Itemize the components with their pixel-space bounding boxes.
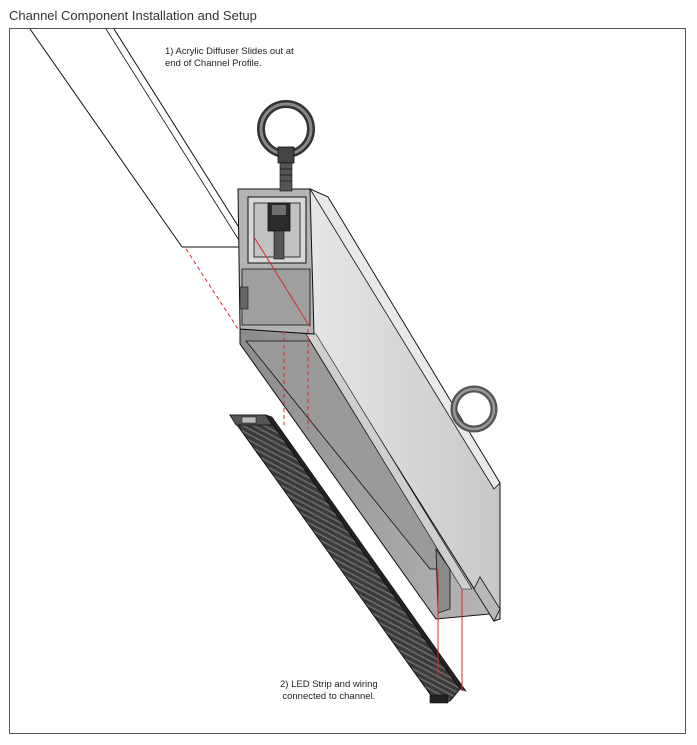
page-title: Channel Component Installation and Setup xyxy=(9,8,257,23)
installation-guide-lines xyxy=(185,236,463,691)
diffuser-callout-line-1: 1) Acrylic Diffuser Slides out at xyxy=(165,46,294,57)
channel-profile xyxy=(237,188,501,622)
led-strip-callout-line-1: 2) LED Strip and wiring xyxy=(280,679,378,690)
led-strip-icon xyxy=(229,414,467,704)
led-strip-callout: 2) LED Strip and wiring connected to cha… xyxy=(280,679,378,703)
eye-bolt-icon xyxy=(257,100,315,192)
diagram-frame: 1) Acrylic Diffuser Slides out at end of… xyxy=(9,28,686,734)
eye-bolt-far-icon xyxy=(450,385,498,433)
led-strip-callout-line-2: connected to channel. xyxy=(282,691,376,702)
diffuser-callout-line-2: end of Channel Profile. xyxy=(165,58,262,69)
channel-assembly-drawing xyxy=(29,29,501,704)
diffuser-callout: 1) Acrylic Diffuser Slides out at end of… xyxy=(165,46,294,70)
